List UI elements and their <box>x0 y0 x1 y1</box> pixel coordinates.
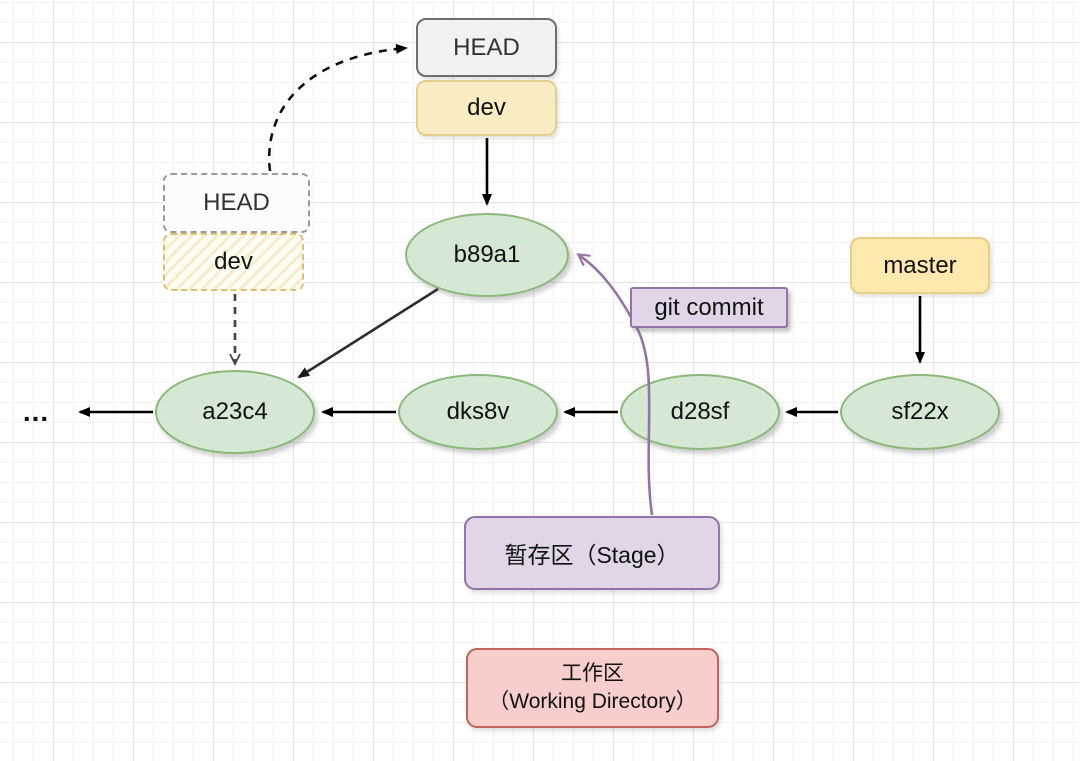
commit-node-dks8v: dks8v <box>398 374 558 450</box>
head-pointer-label: HEAD <box>453 33 520 61</box>
working-directory-box: 工作区 （Working Directory） <box>466 648 719 728</box>
commit-label: dks8v <box>446 398 510 425</box>
working-directory-label-en: （Working Directory） <box>488 690 697 713</box>
commit-label: sf22x <box>891 398 949 425</box>
old-head-pointer-box: HEAD <box>163 173 310 233</box>
commit-node-sf22x: sf22x <box>840 374 1000 450</box>
git-commit-annotation-label: git commit <box>654 293 764 321</box>
master-branch-box: master <box>850 237 990 294</box>
dev-branch-box: dev <box>416 80 557 136</box>
history-ellipsis: ... <box>16 392 56 432</box>
git-commit-annotation-box: git commit <box>630 287 788 328</box>
commit-node-a23c4: a23c4 <box>155 370 315 454</box>
head-pointer-box: HEAD <box>416 18 557 77</box>
history-ellipsis-label: ... <box>22 396 50 427</box>
arrow-b89a1-to-a23c4 <box>297 287 439 379</box>
old-dev-branch-label: dev <box>214 248 253 275</box>
commit-node-d28sf: d28sf <box>620 374 780 450</box>
arrow-old-head-to-head <box>267 43 408 172</box>
working-directory-label-zh: 工作区 <box>561 661 624 685</box>
commit-label: b89a1 <box>453 241 521 268</box>
stage-area-box: 暂存区（Stage） <box>464 516 720 590</box>
dev-branch-label: dev <box>467 94 506 121</box>
old-dev-branch-box: dev <box>163 233 304 291</box>
old-head-pointer-label: HEAD <box>203 189 270 216</box>
commit-label: a23c4 <box>202 398 268 425</box>
master-branch-label: master <box>883 251 957 279</box>
stage-area-label: 暂存区（Stage） <box>504 542 680 568</box>
commit-node-b89a1: b89a1 <box>405 213 569 297</box>
commit-label: d28sf <box>670 398 730 425</box>
